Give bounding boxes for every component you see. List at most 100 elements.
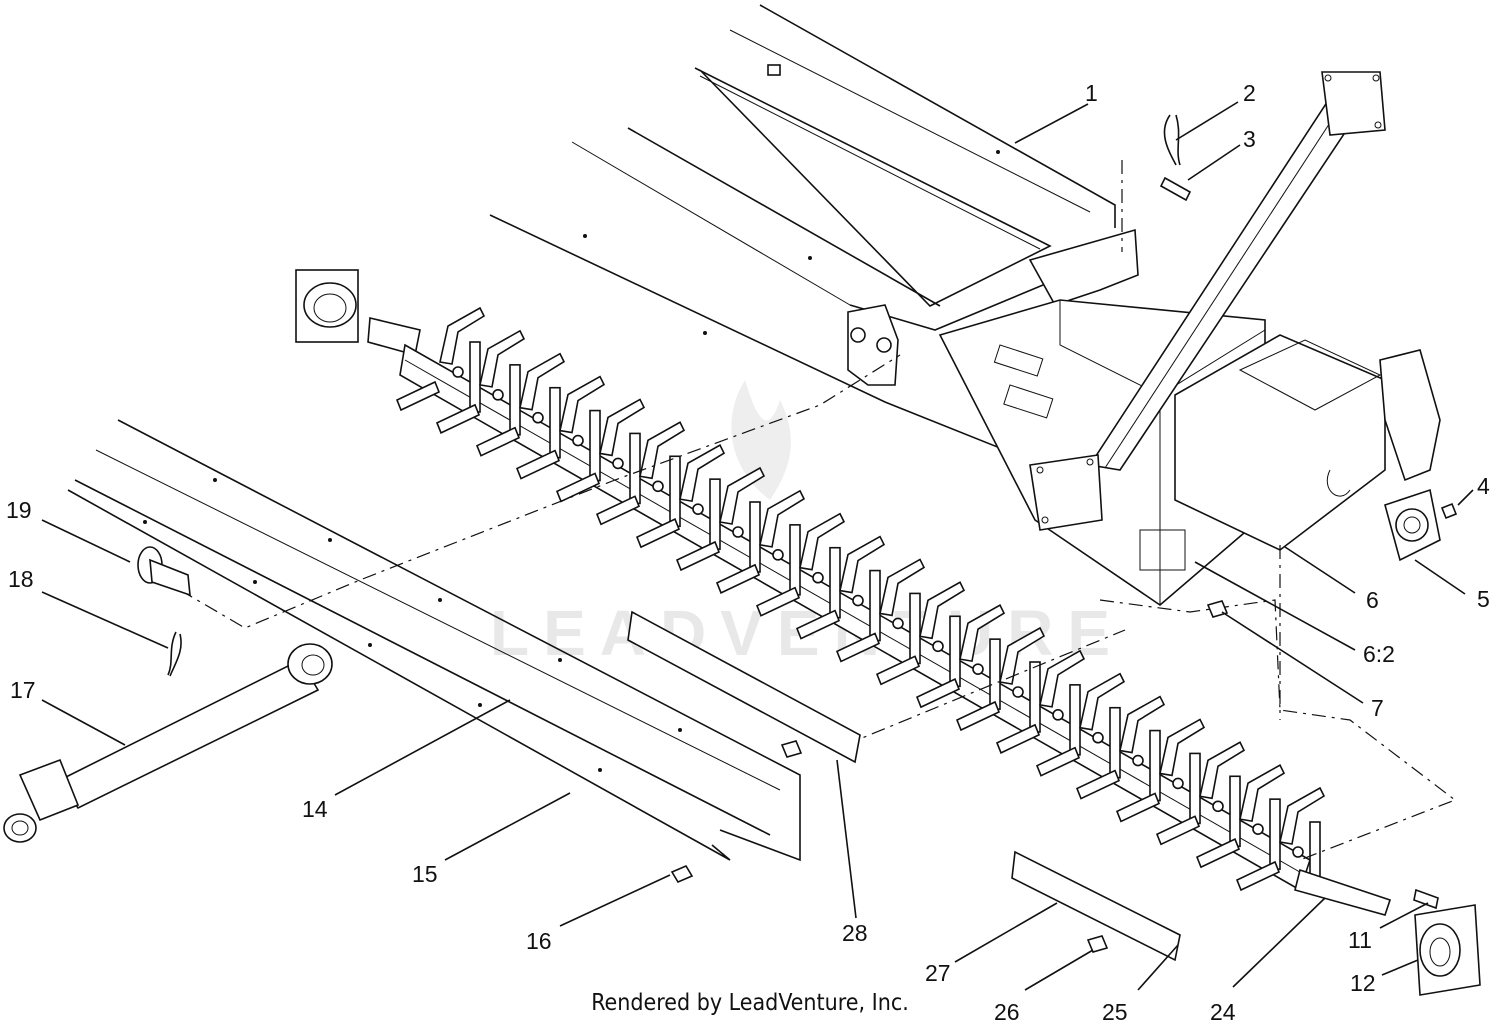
tine-lower [1035,746,1081,777]
tine-post [1229,775,1241,848]
tine-post [549,386,561,459]
tine [719,466,766,525]
tine [1119,695,1166,754]
tine-lower [835,632,881,663]
tine-post [589,409,601,482]
tine [879,558,926,617]
callouts: 1 2 3 4 5 6 7 6:2 11 12 14 15 16 17 18 1… [6,80,1490,1025]
tine [919,581,966,640]
tine-post [1109,706,1121,779]
tine-lower [1235,860,1281,892]
tine [519,352,566,411]
tine-post [989,638,1001,710]
tine-lower [795,609,841,640]
callout-28: 28 [842,920,868,946]
retainer-brackets [627,610,1181,962]
tine-lower [1075,769,1121,800]
tine-nut [1092,731,1104,744]
callout-7: 7 [1371,695,1384,721]
hood-plate [489,4,1139,463]
tine-lower [515,449,561,480]
callout-16: 16 [526,928,552,954]
tine-nut [1052,709,1064,721]
callout-5: 5 [1477,586,1490,612]
tine-nut [1172,777,1184,790]
tine-nut [1132,754,1144,767]
tine-lower [435,403,481,434]
tine-lower [955,700,1001,732]
tine-lower [675,540,721,572]
tine-post [789,524,801,596]
tine-lower [915,678,961,709]
tine [559,375,606,434]
tine-post [909,592,921,665]
callout-2: 2 [1243,80,1256,106]
tine-nut [932,640,944,653]
tine [1239,764,1286,823]
callout-25: 25 [1102,999,1128,1025]
tine [1159,718,1206,777]
tine-nut [692,503,704,515]
callout-1: 1 [1085,80,1098,106]
tine-nut [972,663,984,675]
callout-11: 11 [1348,927,1372,953]
tine [759,489,806,548]
tine-post [709,478,721,550]
callout-17: 17 [10,677,36,703]
tine [439,306,486,365]
tine [839,535,886,594]
tine-post [509,364,521,436]
tine [1079,672,1126,731]
tine-lower [755,586,801,617]
tine-post [469,341,481,413]
tine-nut [1012,686,1024,698]
tine-nut [452,366,464,378]
tine-nut [612,457,624,470]
callout-26: 26 [994,999,1020,1025]
tine-lower [875,655,921,686]
tine-nut [852,594,864,607]
callout-18: 18 [8,566,34,592]
right-flange [1206,600,1481,996]
tine-lower [1115,792,1161,823]
tine-nut [532,411,544,424]
tine-lower [395,380,441,412]
tine-lower [475,426,521,457]
callout-14: 14 [302,796,328,822]
tine-post [869,569,881,642]
tine-nut [772,549,784,561]
tine-nut [892,617,904,630]
tine-nut [652,480,664,493]
tine-post [629,432,641,505]
callout-15: 15 [412,861,438,887]
callout-24: 24 [1210,999,1236,1025]
tine-nut [732,526,744,538]
callout-6-2: 6:2 [1363,641,1395,667]
tine-post [1069,684,1081,756]
tine-nut [812,571,824,584]
tine [999,626,1046,685]
tine-lower [995,723,1041,754]
tine-lower [635,518,681,549]
tine-post [1029,661,1041,733]
callout-12: 12 [1350,970,1376,996]
tine-nut [1292,846,1304,858]
footer-credit: Rendered by LeadVenture, Inc. [591,990,909,1016]
callout-19: 19 [6,497,32,523]
callout-27: 27 [925,960,951,986]
tine [959,604,1006,663]
callout-6: 6 [1366,587,1379,613]
tine-post [1269,798,1281,870]
tine [639,421,686,480]
tongue-tube [1029,71,1386,531]
left-flange [295,269,421,357]
tine [679,444,726,503]
tine-shaft [395,306,1392,916]
tine [1039,649,1086,708]
tine-post [669,455,681,528]
tine [799,512,846,571]
callout-4: 4 [1477,473,1490,499]
tine-nut [1252,823,1264,835]
pan-plates [67,419,801,862]
